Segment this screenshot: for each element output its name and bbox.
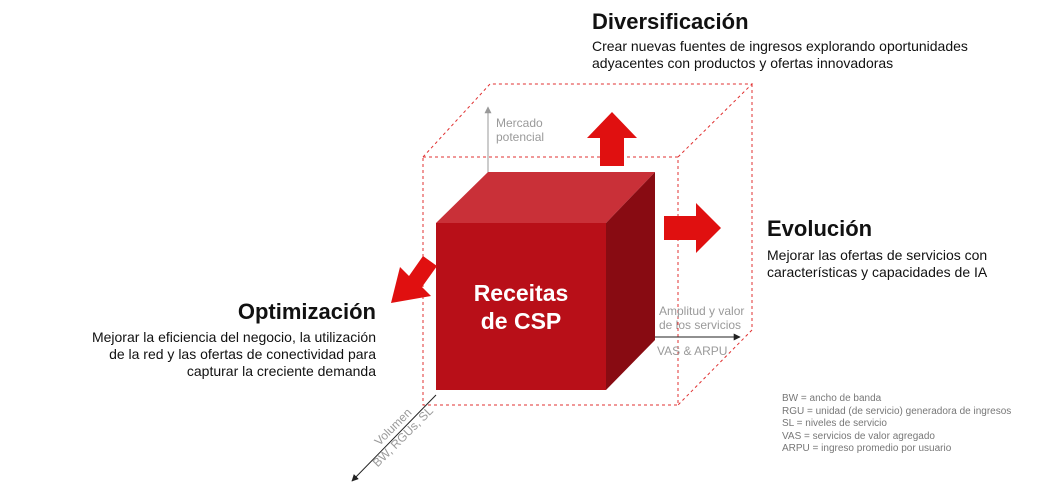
- axis-vertical-label-line: potencial: [496, 130, 545, 144]
- optimization-title: Optimización: [237, 299, 376, 324]
- axis-vertical-label-line: Mercado: [496, 116, 543, 130]
- cube-front-face: [436, 223, 606, 390]
- diversification-description: Crear nuevas fuentes de ingresos explora…: [592, 38, 968, 72]
- abbreviation-legend: BW = ancho de banda RGU = unidad (de ser…: [782, 393, 1011, 456]
- evolution-line: características y capacidades de IA: [767, 264, 988, 280]
- diversification-line: adyacentes con productos y ofertas innov…: [592, 55, 894, 71]
- optimization-line: capturar la creciente demanda: [186, 363, 376, 379]
- evolution-line: Mejorar las ofertas de servicios con: [767, 247, 988, 263]
- axis-diagonal: [351, 394, 437, 482]
- axis-vertical-label: Mercado potencial: [496, 116, 544, 144]
- optimization-description: Mejorar la eficiencia del negocio, la ut…: [92, 329, 376, 380]
- legend-item: BW = ancho de banda: [782, 393, 882, 404]
- axis-horizontal-label-line: Amplitud y valor: [659, 304, 745, 318]
- evolution-title: Evolución: [767, 216, 873, 241]
- revenue-cube: [436, 172, 655, 390]
- cube-label: Receitas de CSP: [436, 279, 606, 335]
- legend-item: RGU = unidad (de servicio) generadora de…: [782, 405, 1012, 417]
- axis-horizontal-sublabel: VAS & ARPU: [657, 344, 728, 358]
- cube-label-line: de CSP: [480, 308, 562, 334]
- optimization-line: Mejorar la eficiencia del negocio, la ut…: [91, 329, 376, 345]
- legend-item: SL = niveles de servicio: [782, 418, 887, 430]
- optimization-line: de la red y las ofertas de conectividad …: [109, 346, 376, 362]
- evolution-description: Mejorar las ofertas de servicios con car…: [767, 247, 987, 281]
- legend-item: ARPU = ingreso promedio por usuario: [782, 443, 952, 455]
- arrow-right-icon: [664, 203, 721, 253]
- cube-label-line: Receitas: [473, 280, 569, 306]
- diversification-title: Diversificación: [592, 9, 749, 34]
- cube-side-face: [606, 172, 655, 390]
- arrow-up-icon: [587, 112, 637, 166]
- arrow-down-left-icon: [391, 256, 437, 303]
- cube-top-face: [436, 172, 655, 223]
- diversification-line: Crear nuevas fuentes de ingresos explora…: [592, 38, 968, 54]
- axis-horizontal-label: Amplitud y valor de los servicios: [659, 304, 744, 332]
- axis-horizontal-label-line: de los servicios: [659, 318, 742, 332]
- legend-item: VAS = servicios de valor agregado: [782, 430, 935, 442]
